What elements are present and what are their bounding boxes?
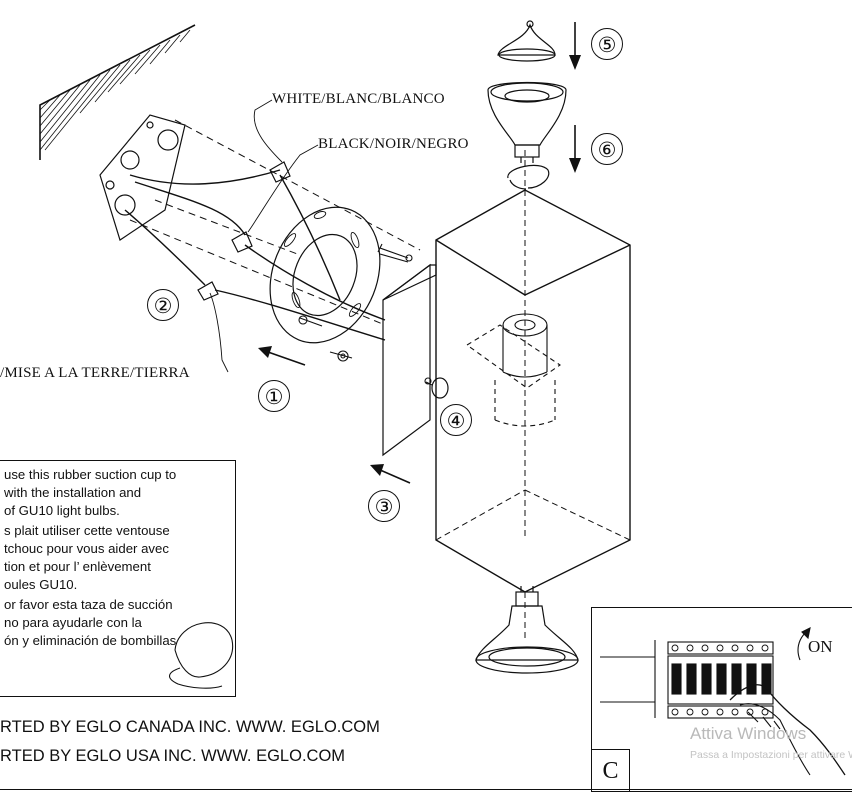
fixture-backplate bbox=[382, 263, 437, 457]
white-wire-label: WHITE/BLANC/BLANCO bbox=[272, 91, 445, 107]
gu10-bulb-bottom bbox=[475, 586, 579, 674]
mounting-ring bbox=[269, 206, 381, 344]
step-4: ④ bbox=[440, 404, 472, 436]
footer-usa: RTED BY EGLO USA INC. WWW. EGLO.COM bbox=[0, 747, 346, 765]
fixture-box bbox=[435, 150, 631, 640]
lamp-socket bbox=[466, 313, 561, 427]
footer-canada: RTED BY EGLO CANADA INC. WWW. EGLO.COM bbox=[0, 718, 380, 736]
step-5: ⑤ bbox=[591, 28, 623, 60]
wall-hatch bbox=[39, 24, 196, 160]
step-1: ① bbox=[258, 380, 290, 412]
note-line: oules GU10. bbox=[4, 577, 78, 592]
retaining-clip bbox=[507, 164, 550, 190]
wires bbox=[124, 169, 386, 341]
ground-wire-label: /MISE A LA TERRE/TIERRA bbox=[0, 365, 190, 381]
suction-cup-hand-icon bbox=[169, 622, 234, 689]
panel-letter: C bbox=[592, 749, 630, 791]
note-line: s plait utiliser cette ventouse bbox=[4, 523, 170, 538]
step-2: ② bbox=[147, 289, 179, 321]
step-6: ⑥ bbox=[591, 133, 623, 165]
knob-screw bbox=[425, 377, 449, 399]
note-line: no para ayudarle con la bbox=[4, 615, 142, 630]
screws bbox=[298, 243, 432, 385]
direction-arrows bbox=[258, 22, 581, 484]
wire-nuts bbox=[197, 161, 291, 301]
on-label: ON bbox=[808, 637, 833, 656]
note-line: or favor esta taza de succión bbox=[4, 597, 173, 612]
activation-watermark-subtitle: Passa a Impostazioni per attivare Window… bbox=[690, 749, 852, 761]
note-line: tchouc pour vous aider avec bbox=[4, 541, 169, 556]
note-line: of GU10 light bulbs. bbox=[4, 503, 120, 518]
note-line: with the installation and bbox=[4, 485, 142, 500]
bottom-border bbox=[0, 789, 852, 790]
junction-box-plate bbox=[99, 114, 186, 241]
note-line: ón y eliminación de bombillas bbox=[4, 633, 177, 648]
alignment-lines bbox=[129, 119, 421, 326]
note-line: tion et pour l’ enlèvement bbox=[4, 559, 151, 574]
suction-cup-top bbox=[497, 20, 556, 62]
panel-c: C bbox=[591, 607, 852, 792]
suction-cup-note: use this rubber suction cup to with the … bbox=[0, 460, 236, 697]
activation-watermark-title: Attiva Windows bbox=[690, 724, 807, 743]
gu10-bulb-top bbox=[487, 81, 567, 163]
step-3: ③ bbox=[368, 490, 400, 522]
black-wire-label: BLACK/NOIR/NEGRO bbox=[318, 136, 469, 152]
breaker-panel bbox=[600, 627, 846, 776]
note-line: use this rubber suction cup to bbox=[4, 467, 177, 482]
